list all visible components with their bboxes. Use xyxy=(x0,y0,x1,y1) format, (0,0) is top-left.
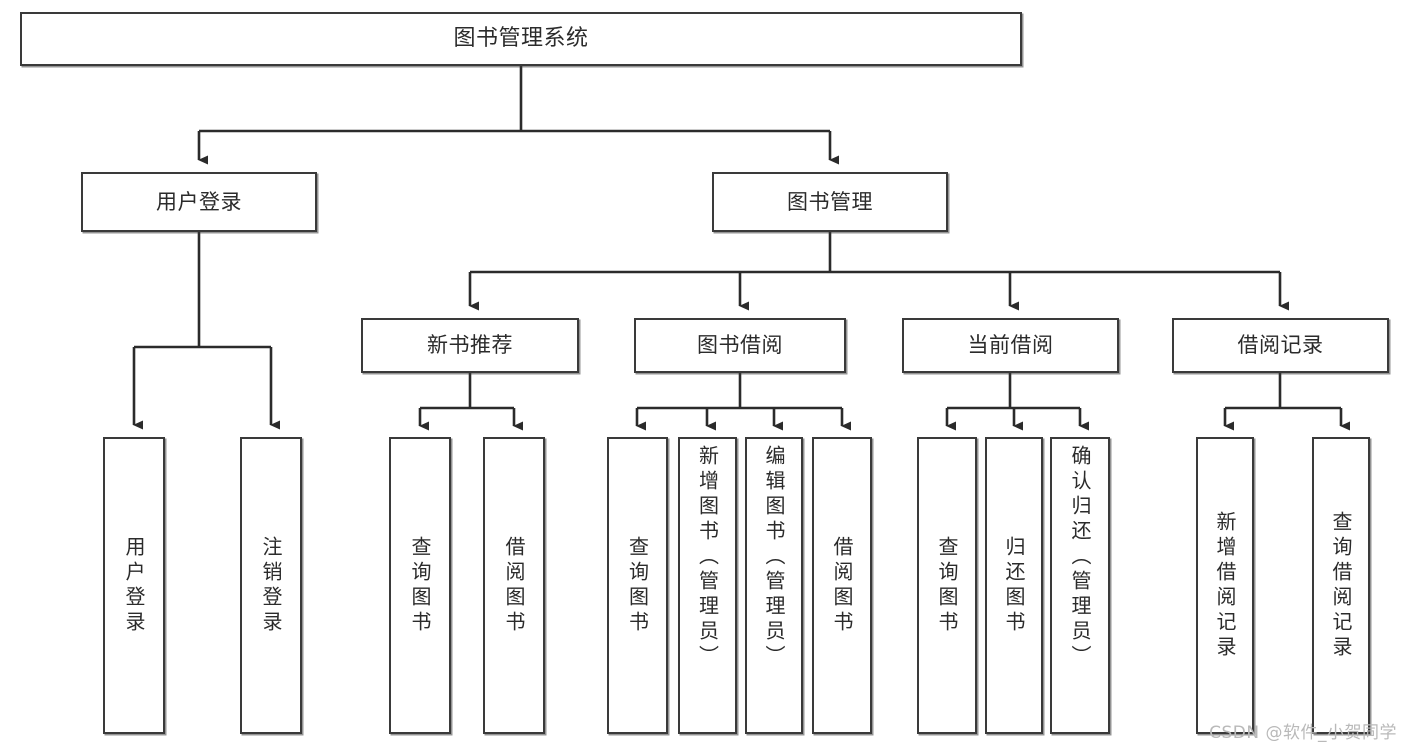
node-book-management-label: 图书管理 xyxy=(787,189,873,214)
node-borrow-record-label: 借阅记录 xyxy=(1237,333,1324,358)
node-leaf-add-record[interactable]: 新增借阅记录 xyxy=(1196,437,1254,734)
node-current-borrow[interactable]: 当前借阅 xyxy=(902,318,1119,373)
node-leaf-borrow-book-1-label: 借阅图书 xyxy=(502,535,526,636)
node-leaf-query-book-2-label: 查询图书 xyxy=(625,535,650,636)
node-leaf-user-logout[interactable]: 注销登录 xyxy=(240,437,302,734)
node-leaf-query-book-2[interactable]: 查询图书 xyxy=(607,437,668,734)
node-leaf-user-login-label: 用户登录 xyxy=(122,535,146,636)
node-leaf-query-book-3[interactable]: 查询图书 xyxy=(917,437,977,734)
node-leaf-add-book-label: 新增图书（管理员） xyxy=(695,445,720,670)
node-new-book-recommend[interactable]: 新书推荐 xyxy=(361,318,579,373)
node-new-book-recommend-label: 新书推荐 xyxy=(427,333,513,358)
node-leaf-borrow-book-2[interactable]: 借阅图书 xyxy=(812,437,872,734)
node-leaf-confirm-return[interactable]: 确认归还（管理员） xyxy=(1050,437,1110,734)
node-user-login-label: 用户登录 xyxy=(156,189,242,214)
node-root-system[interactable]: 图书管理系统 xyxy=(20,12,1022,66)
node-leaf-borrow-book-2-label: 借阅图书 xyxy=(830,535,854,636)
node-leaf-query-book-1[interactable]: 查询图书 xyxy=(389,437,451,734)
node-book-borrow-label: 图书借阅 xyxy=(697,333,783,358)
node-leaf-return-book[interactable]: 归还图书 xyxy=(985,437,1043,734)
node-leaf-confirm-return-label: 确认归还（管理员） xyxy=(1068,445,1092,670)
node-leaf-query-book-1-label: 查询图书 xyxy=(408,535,432,636)
node-leaf-add-record-label: 新增借阅记录 xyxy=(1213,510,1237,661)
node-root-system-label: 图书管理系统 xyxy=(453,26,589,52)
node-current-borrow-label: 当前借阅 xyxy=(967,333,1054,358)
node-leaf-borrow-book-1[interactable]: 借阅图书 xyxy=(483,437,545,734)
node-user-login[interactable]: 用户登录 xyxy=(81,172,317,232)
node-leaf-query-record-label: 查询借阅记录 xyxy=(1329,510,1353,661)
node-leaf-edit-book-label: 编辑图书（管理员） xyxy=(762,445,786,670)
node-book-management[interactable]: 图书管理 xyxy=(712,172,948,232)
node-leaf-query-record[interactable]: 查询借阅记录 xyxy=(1312,437,1370,734)
node-book-borrow[interactable]: 图书借阅 xyxy=(634,318,846,373)
node-leaf-return-book-label: 归还图书 xyxy=(1002,535,1026,636)
node-leaf-edit-book[interactable]: 编辑图书（管理员） xyxy=(745,437,803,734)
node-leaf-query-book-3-label: 查询图书 xyxy=(935,535,959,636)
node-leaf-user-logout-label: 注销登录 xyxy=(259,535,283,636)
node-leaf-add-book[interactable]: 新增图书（管理员） xyxy=(678,437,737,734)
node-leaf-user-login[interactable]: 用户登录 xyxy=(103,437,165,734)
node-borrow-record[interactable]: 借阅记录 xyxy=(1172,318,1389,373)
